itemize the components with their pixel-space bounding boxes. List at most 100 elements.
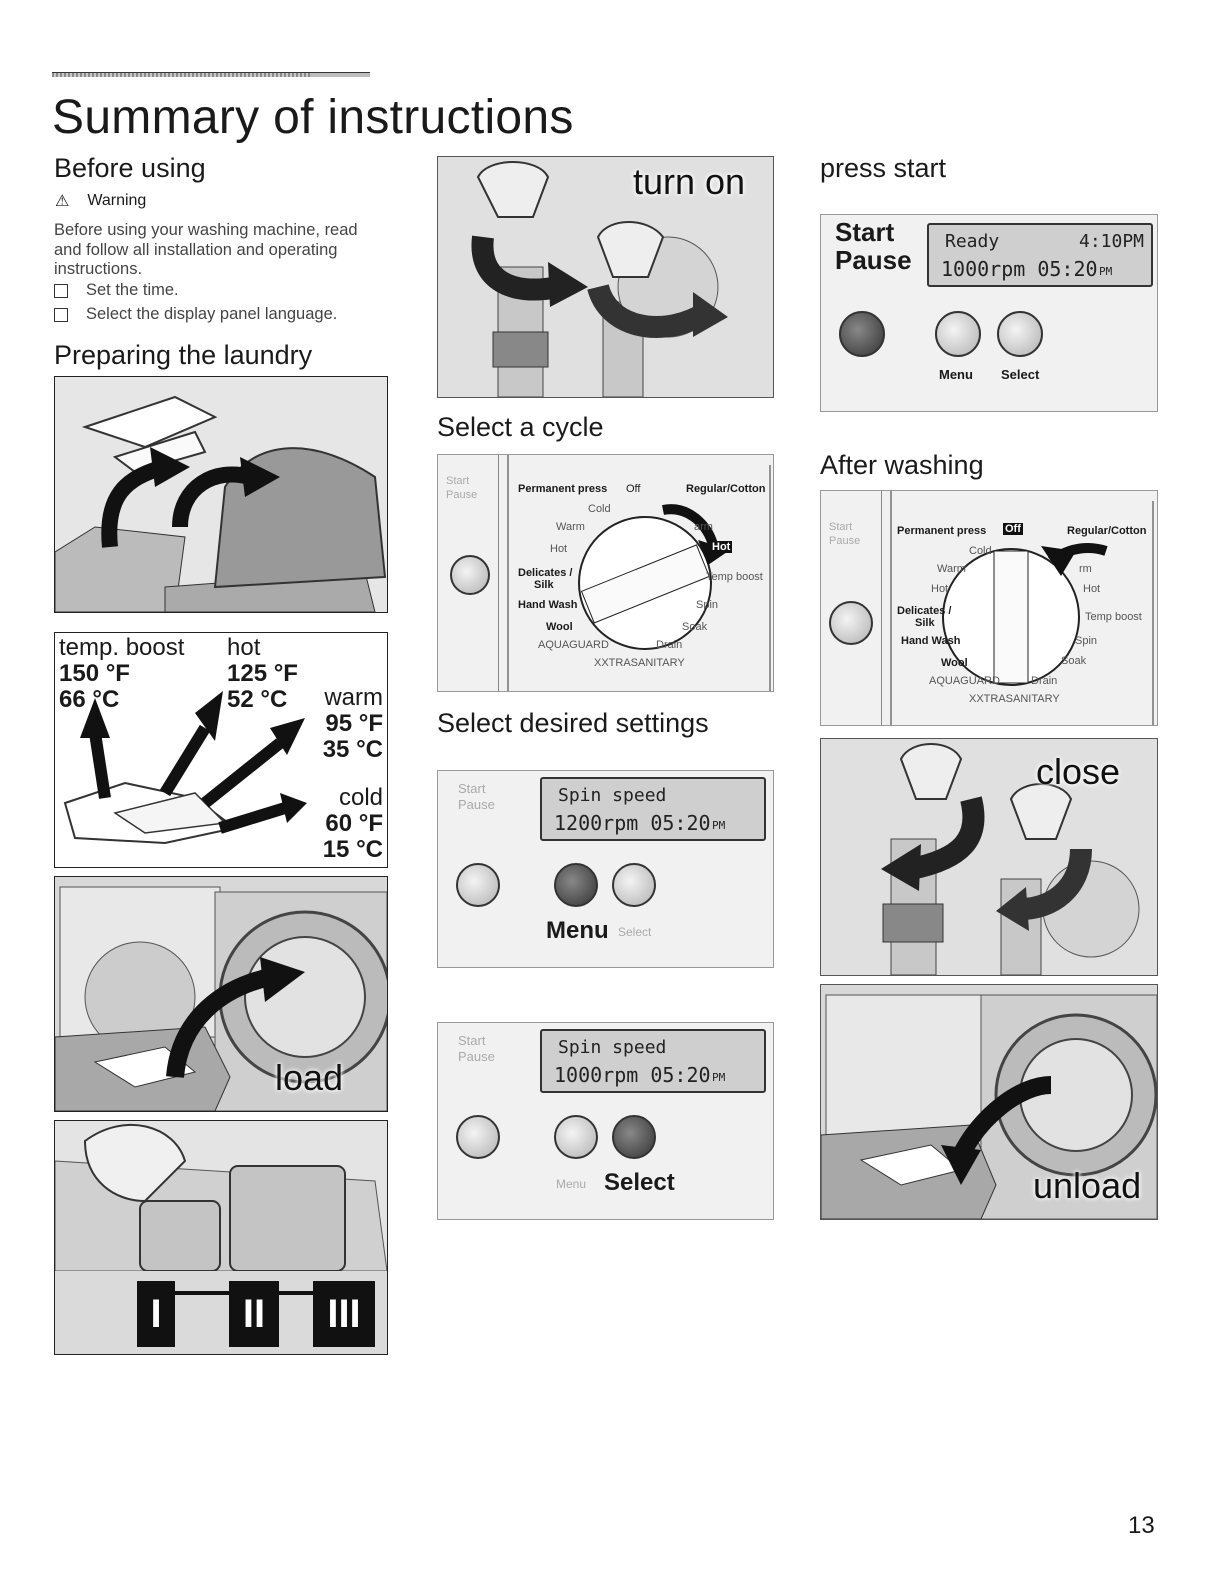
checklist-item: Set the time. [54, 281, 179, 300]
select-button[interactable] [997, 311, 1043, 357]
dial-cold: Cold [588, 503, 611, 515]
checkbox-icon [54, 283, 68, 298]
start-label: Start [829, 521, 853, 533]
menu-button[interactable] [554, 863, 598, 907]
dial-spin: Spin [696, 599, 719, 611]
load-label: load [275, 1057, 344, 1098]
dial-drain: Drain [1031, 675, 1058, 687]
compartment-i-label: I [137, 1281, 175, 1347]
dial-temp-boost: Temp boost [1085, 611, 1142, 623]
washer-unload-illustration [821, 985, 1157, 1219]
menu-button[interactable] [554, 1115, 598, 1159]
compartment-ii-label: II [229, 1281, 279, 1347]
after-washing-dial-panel: Start Pause Permanent press Off Regular/… [820, 490, 1158, 726]
select-label: Select [1001, 367, 1040, 382]
dial-warm: Warm [937, 563, 966, 575]
start-label: Start [458, 781, 486, 796]
menu-label: Menu [546, 917, 609, 944]
page-number: 13 [1128, 1512, 1155, 1539]
lcd-line-1: Spin speed [558, 1037, 667, 1058]
lcd-line-1: Ready [945, 231, 1000, 252]
turn-on-faucet-image: turn on [437, 156, 774, 398]
dial-silk: Silk [534, 579, 554, 591]
start-button[interactable] [450, 555, 490, 595]
dial-soak: Soak [1061, 655, 1087, 667]
dial-warm-partial: arm [694, 521, 713, 533]
lcd-line-2: 1000rpm 05:20 [554, 1063, 711, 1087]
lcd-pm: PM [712, 819, 726, 832]
dial-delicates: Delicates / [518, 567, 573, 579]
temp-boost-label: temp. boost [59, 634, 185, 661]
select-button[interactable] [612, 863, 656, 907]
checklist-item: Select the display panel language. [54, 305, 337, 324]
dial-warm: Warm [556, 521, 585, 533]
dial-wool: Wool [546, 621, 573, 633]
dial-cold: Cold [969, 545, 992, 557]
press-start-heading: press start [820, 153, 947, 183]
lcd-pm: PM [1099, 265, 1113, 278]
hot-label: hot [227, 634, 261, 661]
cold-label: cold [338, 784, 383, 811]
press-start-panel: Start Pause Ready 4:10PM 1000rpm 05:20 P… [820, 214, 1158, 412]
lcd-display: Spin speed 1000rpm 05:20 PM [540, 1029, 766, 1093]
start-label: Start [446, 475, 470, 487]
dial-permanent-press: Permanent press [518, 483, 608, 495]
dial-hot-right: Hot [1083, 583, 1101, 595]
menu-label: Menu [556, 1177, 587, 1191]
warm-label: warm [324, 684, 383, 711]
lcd-line-1: Spin speed [558, 785, 667, 806]
compartment-iii-label: III [313, 1281, 375, 1347]
hot-c: 52 °C [227, 686, 288, 713]
temp-boost-f: 150 °F [59, 660, 130, 687]
start-button[interactable] [456, 1115, 500, 1159]
after-washing-heading: After washing [820, 450, 984, 480]
dial-silk: Silk [915, 617, 935, 629]
dial-soak: Soak [682, 621, 708, 633]
faucet-close-illustration [821, 739, 1157, 975]
dial-regular: Regular/Cotton [1067, 525, 1147, 537]
hot-f: 125 °F [227, 660, 298, 687]
dial-temp-boost: Temp boost [706, 571, 763, 583]
pause-label: Pause [446, 489, 478, 501]
detergent-dispenser-image: I II III [54, 1120, 388, 1355]
start-label: Start [835, 217, 895, 247]
cycle-dial-illustration [507, 455, 771, 691]
settings-panel-2: Start Pause Spin speed 1000rpm 05:20 PM … [437, 1022, 774, 1220]
checkbox-icon [54, 307, 68, 322]
control-strip: Start Pause [438, 455, 499, 691]
close-label: close [1036, 751, 1121, 792]
load-washer-image: load [54, 876, 388, 1112]
warning-text: Before using your washing machine, read … [54, 221, 358, 278]
dial-delicates: Delicates / [897, 605, 952, 617]
warm-f: 95 °F [325, 710, 383, 737]
laundry-basket-illustration [55, 377, 387, 612]
select-label: Select [618, 925, 652, 939]
temperature-sorting-panel: temp. boost 150 °F 66 °C hot 125 °F 52 °… [54, 632, 388, 868]
lcd-line-2: 1200rpm 05:20 [554, 811, 711, 835]
pause-label: Pause [829, 535, 861, 547]
dial-hot: Hot [550, 543, 568, 555]
start-button[interactable] [456, 863, 500, 907]
dial-hot-highlight: Hot [710, 541, 733, 553]
dial-off-highlight: Off [1003, 523, 1023, 535]
start-button[interactable] [829, 601, 873, 645]
warning-label: Warning [87, 192, 147, 209]
pause-label: Pause [458, 797, 495, 812]
preparing-heading: Preparing the laundry [54, 340, 313, 370]
start-button[interactable] [839, 311, 885, 357]
dial-spin: Spin [1075, 635, 1098, 647]
menu-button[interactable] [935, 311, 981, 357]
warm-c: 35 °C [322, 736, 383, 763]
dial-warm-partial: rm [1079, 563, 1092, 575]
warning-triangle-icon: ⚠ [55, 193, 70, 210]
cold-f: 60 °F [325, 810, 383, 837]
dial-off: Off [626, 483, 641, 495]
lcd-display: Ready 4:10PM 1000rpm 05:20 PM [927, 223, 1153, 287]
dial-hot-left: Hot [931, 583, 949, 595]
faucet-turn-on-illustration [438, 157, 773, 397]
warning-header: ⚠ Warning [55, 191, 146, 211]
before-using-heading: Before using [54, 153, 206, 183]
dial-xxtrasanitary: XXTRASANITARY [594, 657, 685, 669]
select-button[interactable] [612, 1115, 656, 1159]
dial-regular: Regular/Cotton [686, 483, 766, 495]
